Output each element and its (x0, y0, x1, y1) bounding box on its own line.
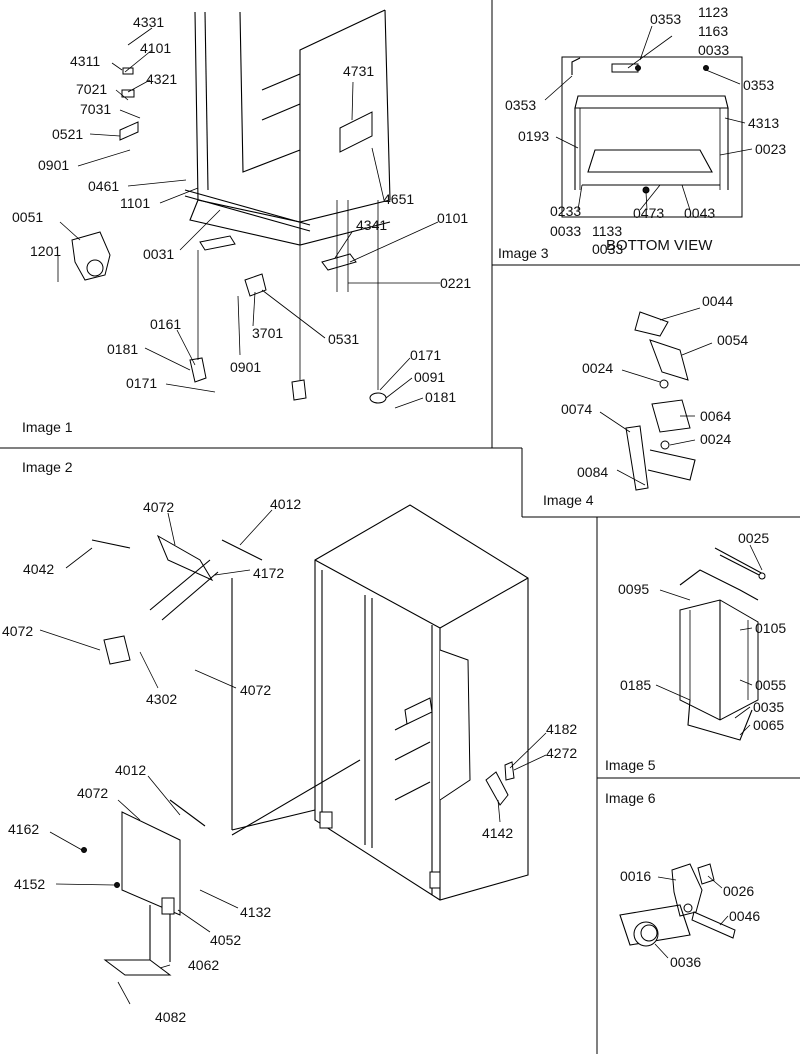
callout: 4012 (270, 496, 301, 512)
callout: 0054 (717, 332, 748, 348)
callout: 0181 (425, 389, 456, 405)
callout: 0221 (440, 275, 471, 291)
callout: 0074 (561, 401, 592, 417)
image3-drawing (544, 25, 753, 218)
callout: 4052 (210, 932, 241, 948)
callout: 0171 (410, 347, 441, 363)
callout: 0051 (12, 209, 43, 225)
callout: 0353 (743, 77, 774, 93)
callout: 4651 (383, 191, 414, 207)
callout: 0461 (88, 178, 119, 194)
callout: 7021 (76, 81, 107, 97)
callout: 0026 (723, 883, 754, 899)
callout: 0031 (143, 246, 174, 262)
callout: 0091 (414, 369, 445, 385)
image3-callouts: 1123 1163 0033 0353 0353 0353 4313 0193 … (505, 4, 786, 257)
callout: 0046 (729, 908, 760, 924)
callout: 4321 (146, 71, 177, 87)
bottom-view-caption: BOTTOM VIEW (606, 237, 713, 254)
callout: 7031 (80, 101, 111, 117)
image1-callouts: 4331 4101 4311 4321 7021 7031 0521 0901 … (12, 14, 471, 405)
callout: 0105 (755, 620, 786, 636)
callout: 0095 (618, 581, 649, 597)
callout: 0025 (738, 530, 769, 546)
callout: 0033 (592, 241, 623, 257)
callout: 0353 (650, 11, 681, 27)
callout: 4302 (146, 691, 177, 707)
callout: 0193 (518, 128, 549, 144)
callout: 4731 (343, 63, 374, 79)
panel-title-image5: Image 5 (605, 757, 656, 773)
callout: 4072 (143, 499, 174, 515)
callout: 4072 (77, 785, 108, 801)
panel-title-image1: Image 1 (22, 419, 73, 435)
callout: 0084 (577, 464, 608, 480)
callout: 0023 (755, 141, 786, 157)
callout: 0181 (107, 341, 138, 357)
callout: 0036 (670, 954, 701, 970)
callout: 4072 (240, 682, 271, 698)
panel-title-image3: Image 3 (498, 245, 549, 261)
callout: 1123 (698, 4, 728, 20)
image6-callouts: 0016 0026 0046 0036 (620, 868, 760, 970)
callout: 0055 (755, 677, 786, 693)
callout: 4341 (356, 217, 387, 233)
image1-drawing (57, 9, 440, 409)
callout: 0016 (620, 868, 651, 884)
callout: 4101 (140, 40, 171, 56)
callout: 0033 (550, 223, 581, 239)
callout: 0171 (126, 375, 157, 391)
callout: 0024 (700, 431, 731, 447)
image2-callouts: 4072 4012 4042 4172 4072 4302 4072 4182 … (2, 496, 577, 1025)
callout: 0043 (684, 205, 715, 221)
callout: 4272 (546, 745, 577, 761)
callout: 4172 (253, 565, 284, 581)
image4-callouts: 0044 0054 0024 0074 0064 0024 0084 (561, 293, 748, 480)
callout: 4331 (133, 14, 164, 30)
callout: 0185 (620, 677, 651, 693)
callout: 4012 (115, 762, 146, 778)
callout: 0473 (633, 205, 664, 221)
callout: 4072 (2, 623, 33, 639)
callout: 0101 (437, 210, 468, 226)
callout: 0521 (52, 126, 83, 142)
callout: 0161 (150, 316, 181, 332)
callout: 4142 (482, 825, 513, 841)
callout: 4162 (8, 821, 39, 837)
image4-drawing (599, 307, 713, 491)
callout: 0531 (328, 331, 359, 347)
image5-callouts: 0025 0095 0105 0055 0185 0035 0065 (618, 530, 786, 733)
callout: 4152 (14, 876, 45, 892)
callout: 4082 (155, 1009, 186, 1025)
callout: 0901 (38, 157, 69, 173)
callout: 0353 (505, 97, 536, 113)
callout: 4311 (70, 53, 100, 69)
callout: 1163 (698, 23, 728, 39)
callout: 0064 (700, 408, 731, 424)
callout: 1101 (120, 195, 150, 211)
panel-title-image4: Image 4 (543, 492, 594, 508)
callout: 0044 (702, 293, 733, 309)
callout: 0901 (230, 359, 261, 375)
image6-drawing (619, 863, 736, 959)
callout: 4132 (240, 904, 271, 920)
callout: 4062 (188, 957, 219, 973)
callout: 0033 (698, 42, 729, 58)
callout: 0035 (753, 699, 784, 715)
callout: 0065 (753, 717, 784, 733)
callout: 1133 (592, 223, 622, 239)
image5-drawing (655, 544, 766, 741)
callout: 4182 (546, 721, 577, 737)
callout: 4313 (748, 115, 779, 131)
callout: 0233 (550, 203, 581, 219)
callout: 3701 (252, 325, 283, 341)
callout: 1201 (30, 243, 61, 259)
callout: 4042 (23, 561, 54, 577)
panel-title-image6: Image 6 (605, 790, 656, 806)
image2-drawing (39, 504, 547, 1005)
callout: 0024 (582, 360, 613, 376)
panel-title-image2: Image 2 (22, 459, 73, 475)
